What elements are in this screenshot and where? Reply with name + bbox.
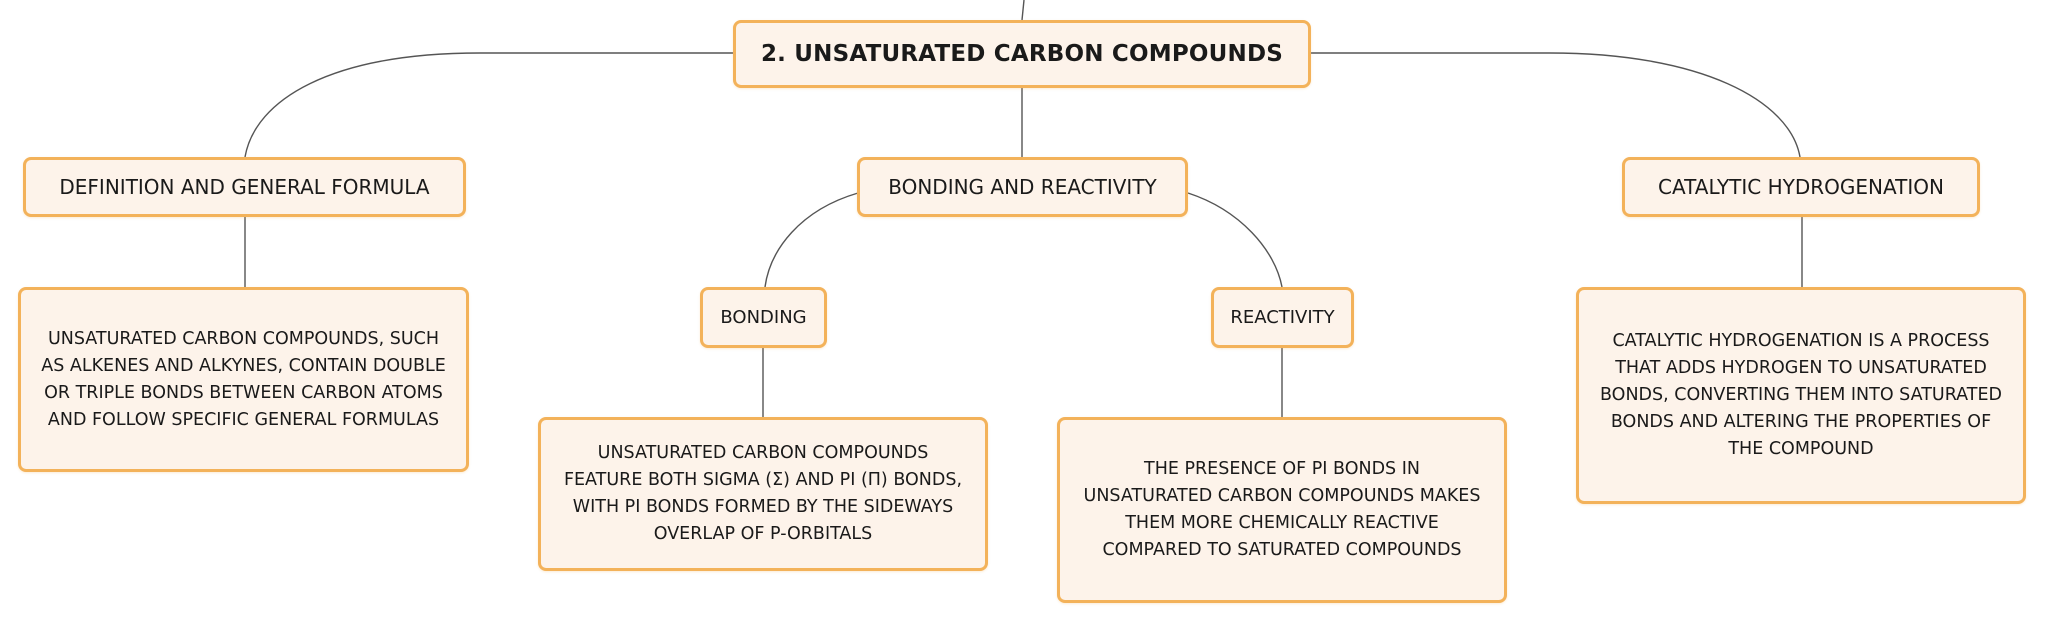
connector-root-to-hydrogenation: [1311, 52, 1801, 158]
reactivity-node[interactable]: REACTIVITY: [1211, 287, 1354, 348]
bonding-reactivity-node-label: BONDING AND REACTIVITY: [888, 175, 1157, 199]
hydrogenation-node-label: CATALYTIC HYDROGENATION: [1658, 175, 1944, 199]
bonding-detail-text: UNSATURATED CARBON COMPOUNDS FEATURE BOT…: [563, 443, 963, 544]
definition-detail-node[interactable]: UNSATURATED CARBON COMPOUNDS, SUCH AS AL…: [18, 287, 469, 472]
definition-node[interactable]: DEFINITION AND GENERAL FORMULA: [23, 157, 466, 217]
hydrogenation-detail-node[interactable]: CATALYTIC HYDROGENATION IS A PROCESS THA…: [1576, 287, 2026, 504]
bonding-reactivity-node[interactable]: BONDING AND REACTIVITY: [857, 157, 1188, 217]
definition-node-label: DEFINITION AND GENERAL FORMULA: [59, 175, 430, 199]
connector-bonding-reactivity-to-bonding: [764, 192, 859, 288]
hydrogenation-detail-text: CATALYTIC HYDROGENATION IS A PROCESS THA…: [1599, 331, 2002, 459]
reactivity-node-label: REACTIVITY: [1230, 307, 1335, 328]
reactivity-detail-node[interactable]: THE PRESENCE OF PI BONDS IN UNSATURATED …: [1057, 417, 1507, 603]
bonding-detail-node[interactable]: UNSATURATED CARBON COMPOUNDS FEATURE BOT…: [538, 417, 988, 571]
connector-root-to-definition: [244, 52, 733, 158]
hydrogenation-node[interactable]: CATALYTIC HYDROGENATION: [1622, 157, 1980, 217]
definition-detail-text: UNSATURATED CARBON COMPOUNDS, SUCH AS AL…: [41, 328, 446, 430]
reactivity-detail-text: THE PRESENCE OF PI BONDS IN UNSATURATED …: [1083, 459, 1481, 560]
root-node-label: 2. UNSATURATED CARBON COMPOUNDS: [760, 41, 1284, 67]
connector-bonding-reactivity-to-reactivity: [1187, 192, 1283, 288]
bonding-node[interactable]: BONDING: [700, 287, 827, 348]
connector-parent-to-root: [1021, 0, 1025, 21]
bonding-node-label: BONDING: [720, 307, 807, 328]
root-node[interactable]: 2. UNSATURATED CARBON COMPOUNDS: [733, 20, 1311, 88]
